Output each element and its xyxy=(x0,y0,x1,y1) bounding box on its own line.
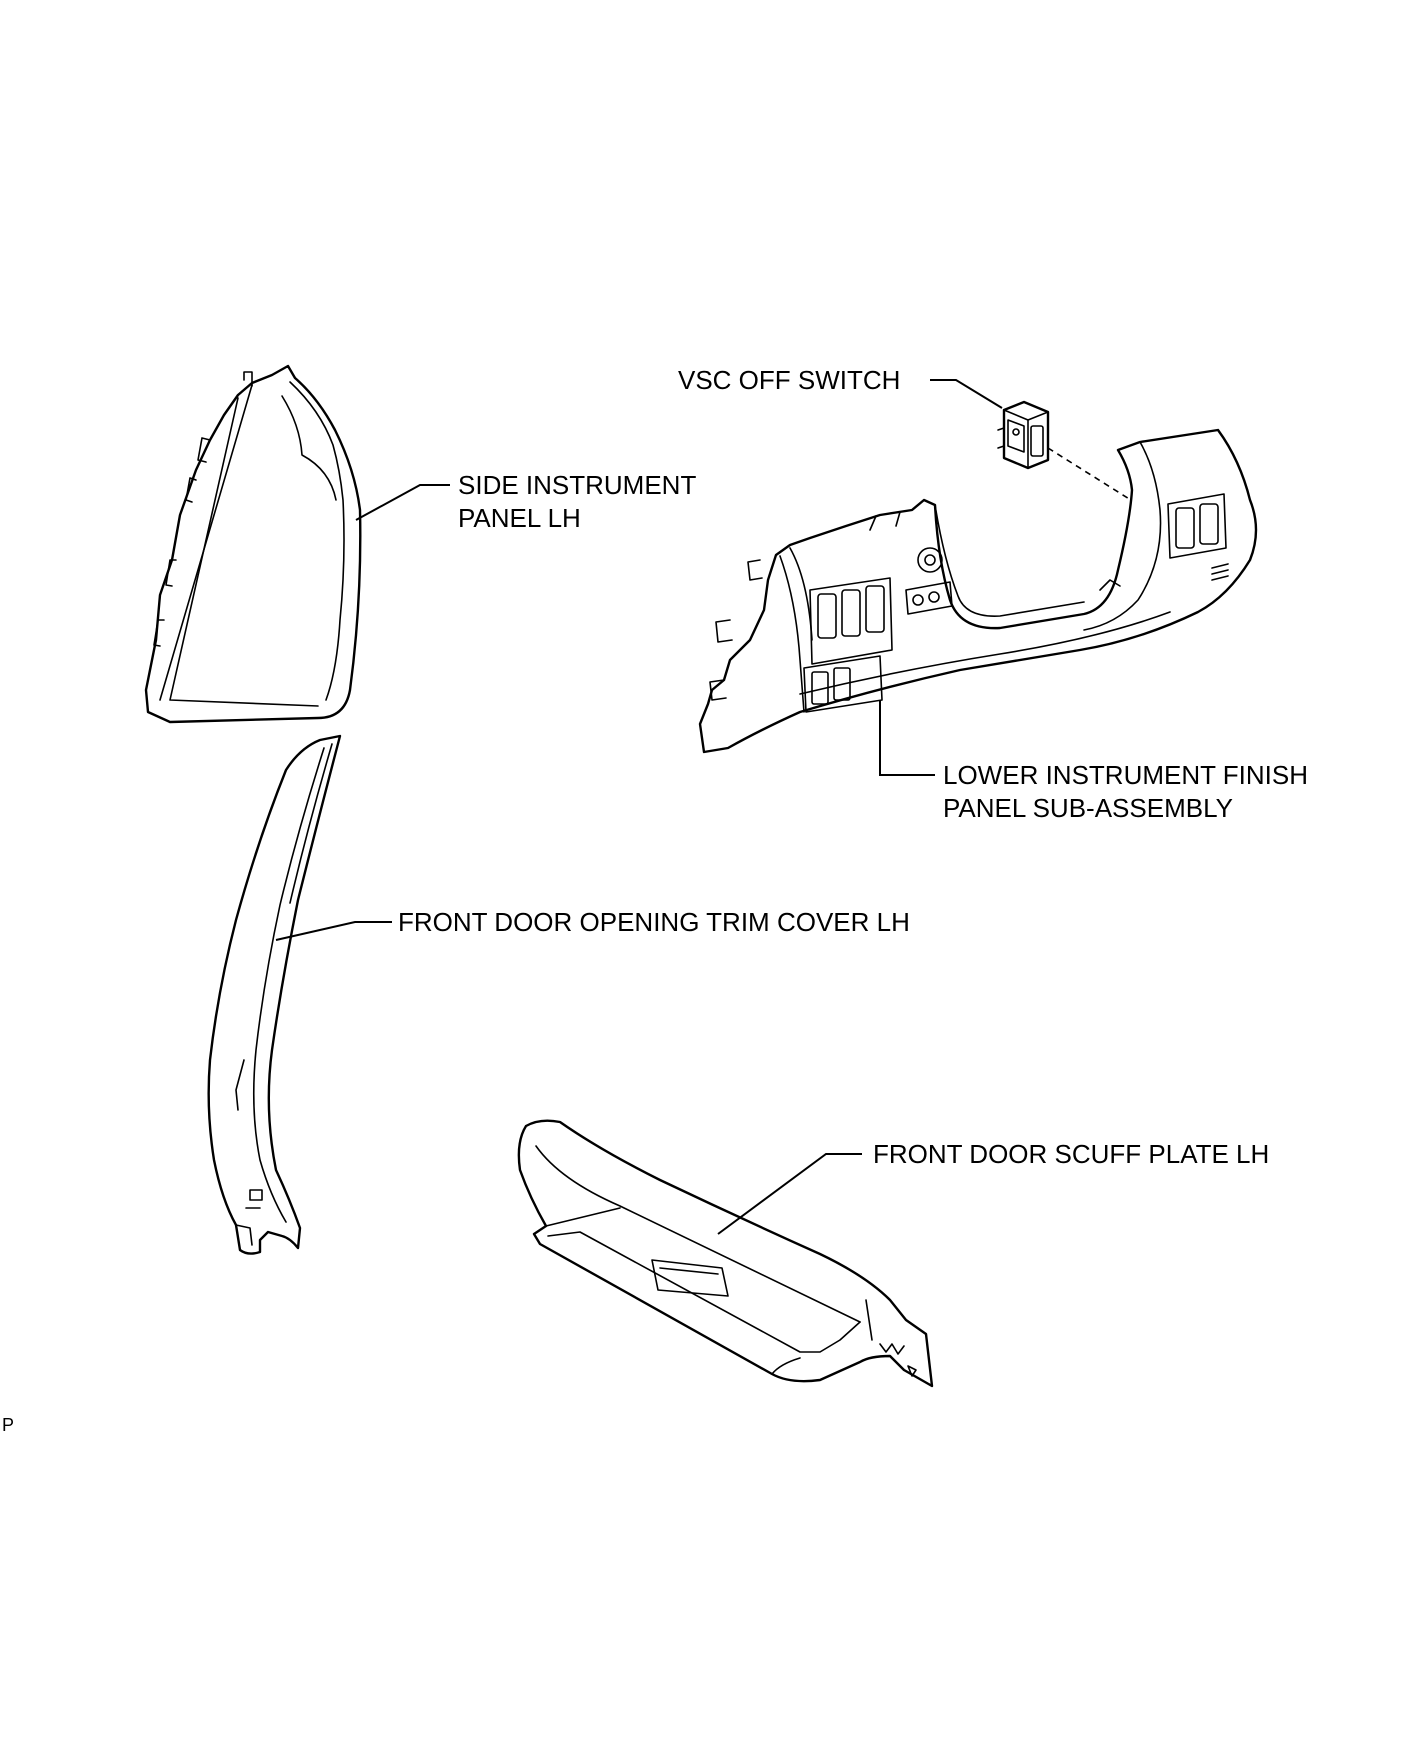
label-side-instrument-panel-line2: PANEL LH xyxy=(458,503,581,533)
leader-vsc-off-switch xyxy=(930,379,1003,409)
leader-lower-instrument-panel xyxy=(879,700,935,776)
leader-side-instrument-panel xyxy=(355,484,450,521)
label-lower-instrument-panel-line1: LOWER INSTRUMENT FINISH xyxy=(943,760,1308,790)
vsc-off-switch xyxy=(997,400,1050,470)
label-lower-instrument-panel-line2: PANEL SUB-ASSEMBLY xyxy=(943,793,1233,823)
leader-front-door-opening-trim xyxy=(275,921,392,941)
leader-front-door-scuff-plate xyxy=(717,1153,862,1235)
label-side-instrument-panel-line1: SIDE INSTRUMENT xyxy=(458,470,696,500)
front-door-scuff-plate-lh xyxy=(517,1119,934,1388)
corner-mark: P xyxy=(2,1415,14,1435)
lower-instrument-finish-panel-sub-assembly xyxy=(698,428,1258,754)
label-vsc-off-switch: VSC OFF SWITCH xyxy=(678,365,900,395)
side-instrument-panel-lh xyxy=(144,364,362,724)
label-front-door-scuff-plate: FRONT DOOR SCUFF PLATE LH xyxy=(873,1139,1269,1169)
label-front-door-opening-trim: FRONT DOOR OPENING TRIM COVER LH xyxy=(398,907,910,937)
front-door-opening-trim-cover-lh xyxy=(207,734,342,1255)
